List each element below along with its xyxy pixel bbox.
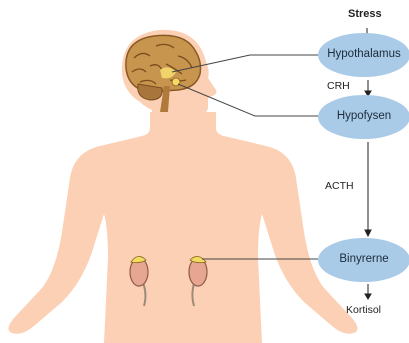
stress-label: Stress [348, 8, 382, 20]
body-silhouette [8, 112, 357, 343]
node-label-hypothalamus: Hypothalamus [318, 48, 409, 60]
hormone-label-crh: CRH [327, 80, 350, 92]
arrow-acth-head [365, 230, 371, 236]
hormone-label-kortisol: Kortisol [346, 304, 381, 316]
hormone-label-acth: ACTH [325, 180, 354, 192]
node-label-hypofysen: Hypofysen [318, 110, 409, 122]
arrow-kortisol-head [365, 294, 371, 299]
node-label-binyrerne: Binyrerne [318, 253, 409, 265]
